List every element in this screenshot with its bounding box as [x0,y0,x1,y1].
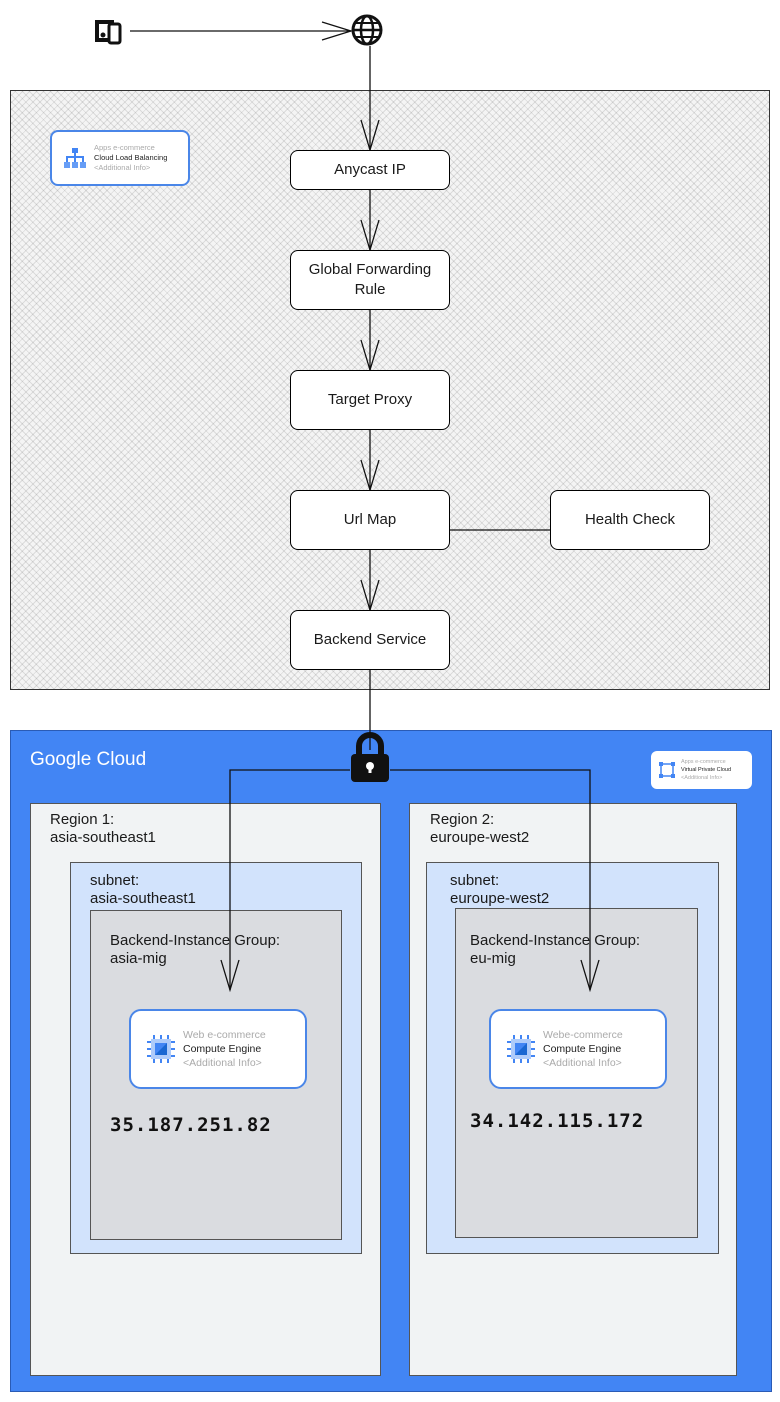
card-title: Cloud Load Balancing [94,153,168,162]
compute-engine-card-2[interactable]: Webe-commerce Compute Engine <Additional… [489,1009,667,1089]
instance-group-2-label: Backend-Instance Group: [470,932,641,949]
compute-engine-icon [147,1035,175,1063]
instance-ip-2: 34.142.115.172 [470,1110,645,1132]
region-2-label: Region 2: [430,811,495,828]
subnet-2-name: euroupe-west2 [450,890,550,907]
globe-icon [351,14,383,46]
subnet-2-label: subnet: [450,872,500,889]
instance-group-2-name: eu-mig [470,950,516,967]
arrowhead [220,959,240,993]
load-balancing-icon [64,147,86,169]
instance-group-1-name: asia-mig [110,950,167,967]
lock-icon [350,731,390,783]
cloud-load-balancing-card[interactable]: Apps e-commerce Cloud Load Balancing <Ad… [50,130,190,186]
card-info: <Additional Info> [94,163,151,172]
url-map-node[interactable]: Url Map [290,490,450,550]
region-1-name: asia-southeast1 [50,829,156,846]
region-2-name: euroupe-west2 [430,829,530,846]
instance-group-1-label: Backend-Instance Group: [110,932,281,949]
card-subtitle: Apps e-commerce [94,143,155,152]
card-title: Virtual Private Cloud [681,767,732,773]
vpc-icon [659,762,675,778]
card-subtitle: Webe-commerce [543,1029,623,1041]
health-check-node[interactable]: Health Check [550,490,710,550]
google-cloud-title: Google Cloud [30,749,147,770]
compute-engine-card-1[interactable]: Web e-commerce Compute Engine <Additiona… [129,1009,307,1089]
subnet-1-label: subnet: [90,872,140,889]
region-1-label: Region 1: [50,811,115,828]
anycast-ip-node[interactable]: Anycast IP [290,150,450,190]
instance-ip-1: 35.187.251.82 [110,1114,272,1136]
edge-lock-group-1 [229,769,350,990]
backend-service-node[interactable]: Backend Service [290,610,450,670]
card-info: <Additional Info> [543,1057,622,1069]
target-proxy-node[interactable]: Target Proxy [290,370,450,430]
card-title: Compute Engine [183,1043,262,1055]
arrowhead [580,959,600,993]
arrowhead [321,21,354,41]
card-subtitle: Web e-commerce [183,1029,266,1041]
edge-lock-group-2 [390,769,591,990]
card-info: <Additional Info> [681,775,723,781]
card-subtitle: Apps e-commerce [681,759,726,765]
card-title: Compute Engine [543,1043,622,1055]
subnet-1-name: asia-southeast1 [90,890,196,907]
virtual-private-cloud-card[interactable]: Apps e-commerce Virtual Private Cloud <A… [651,751,752,789]
card-info: <Additional Info> [183,1057,262,1069]
global-forwarding-rule-node[interactable]: Global Forwarding Rule [290,250,450,310]
compute-engine-icon [507,1035,535,1063]
devices-icon [90,16,130,46]
